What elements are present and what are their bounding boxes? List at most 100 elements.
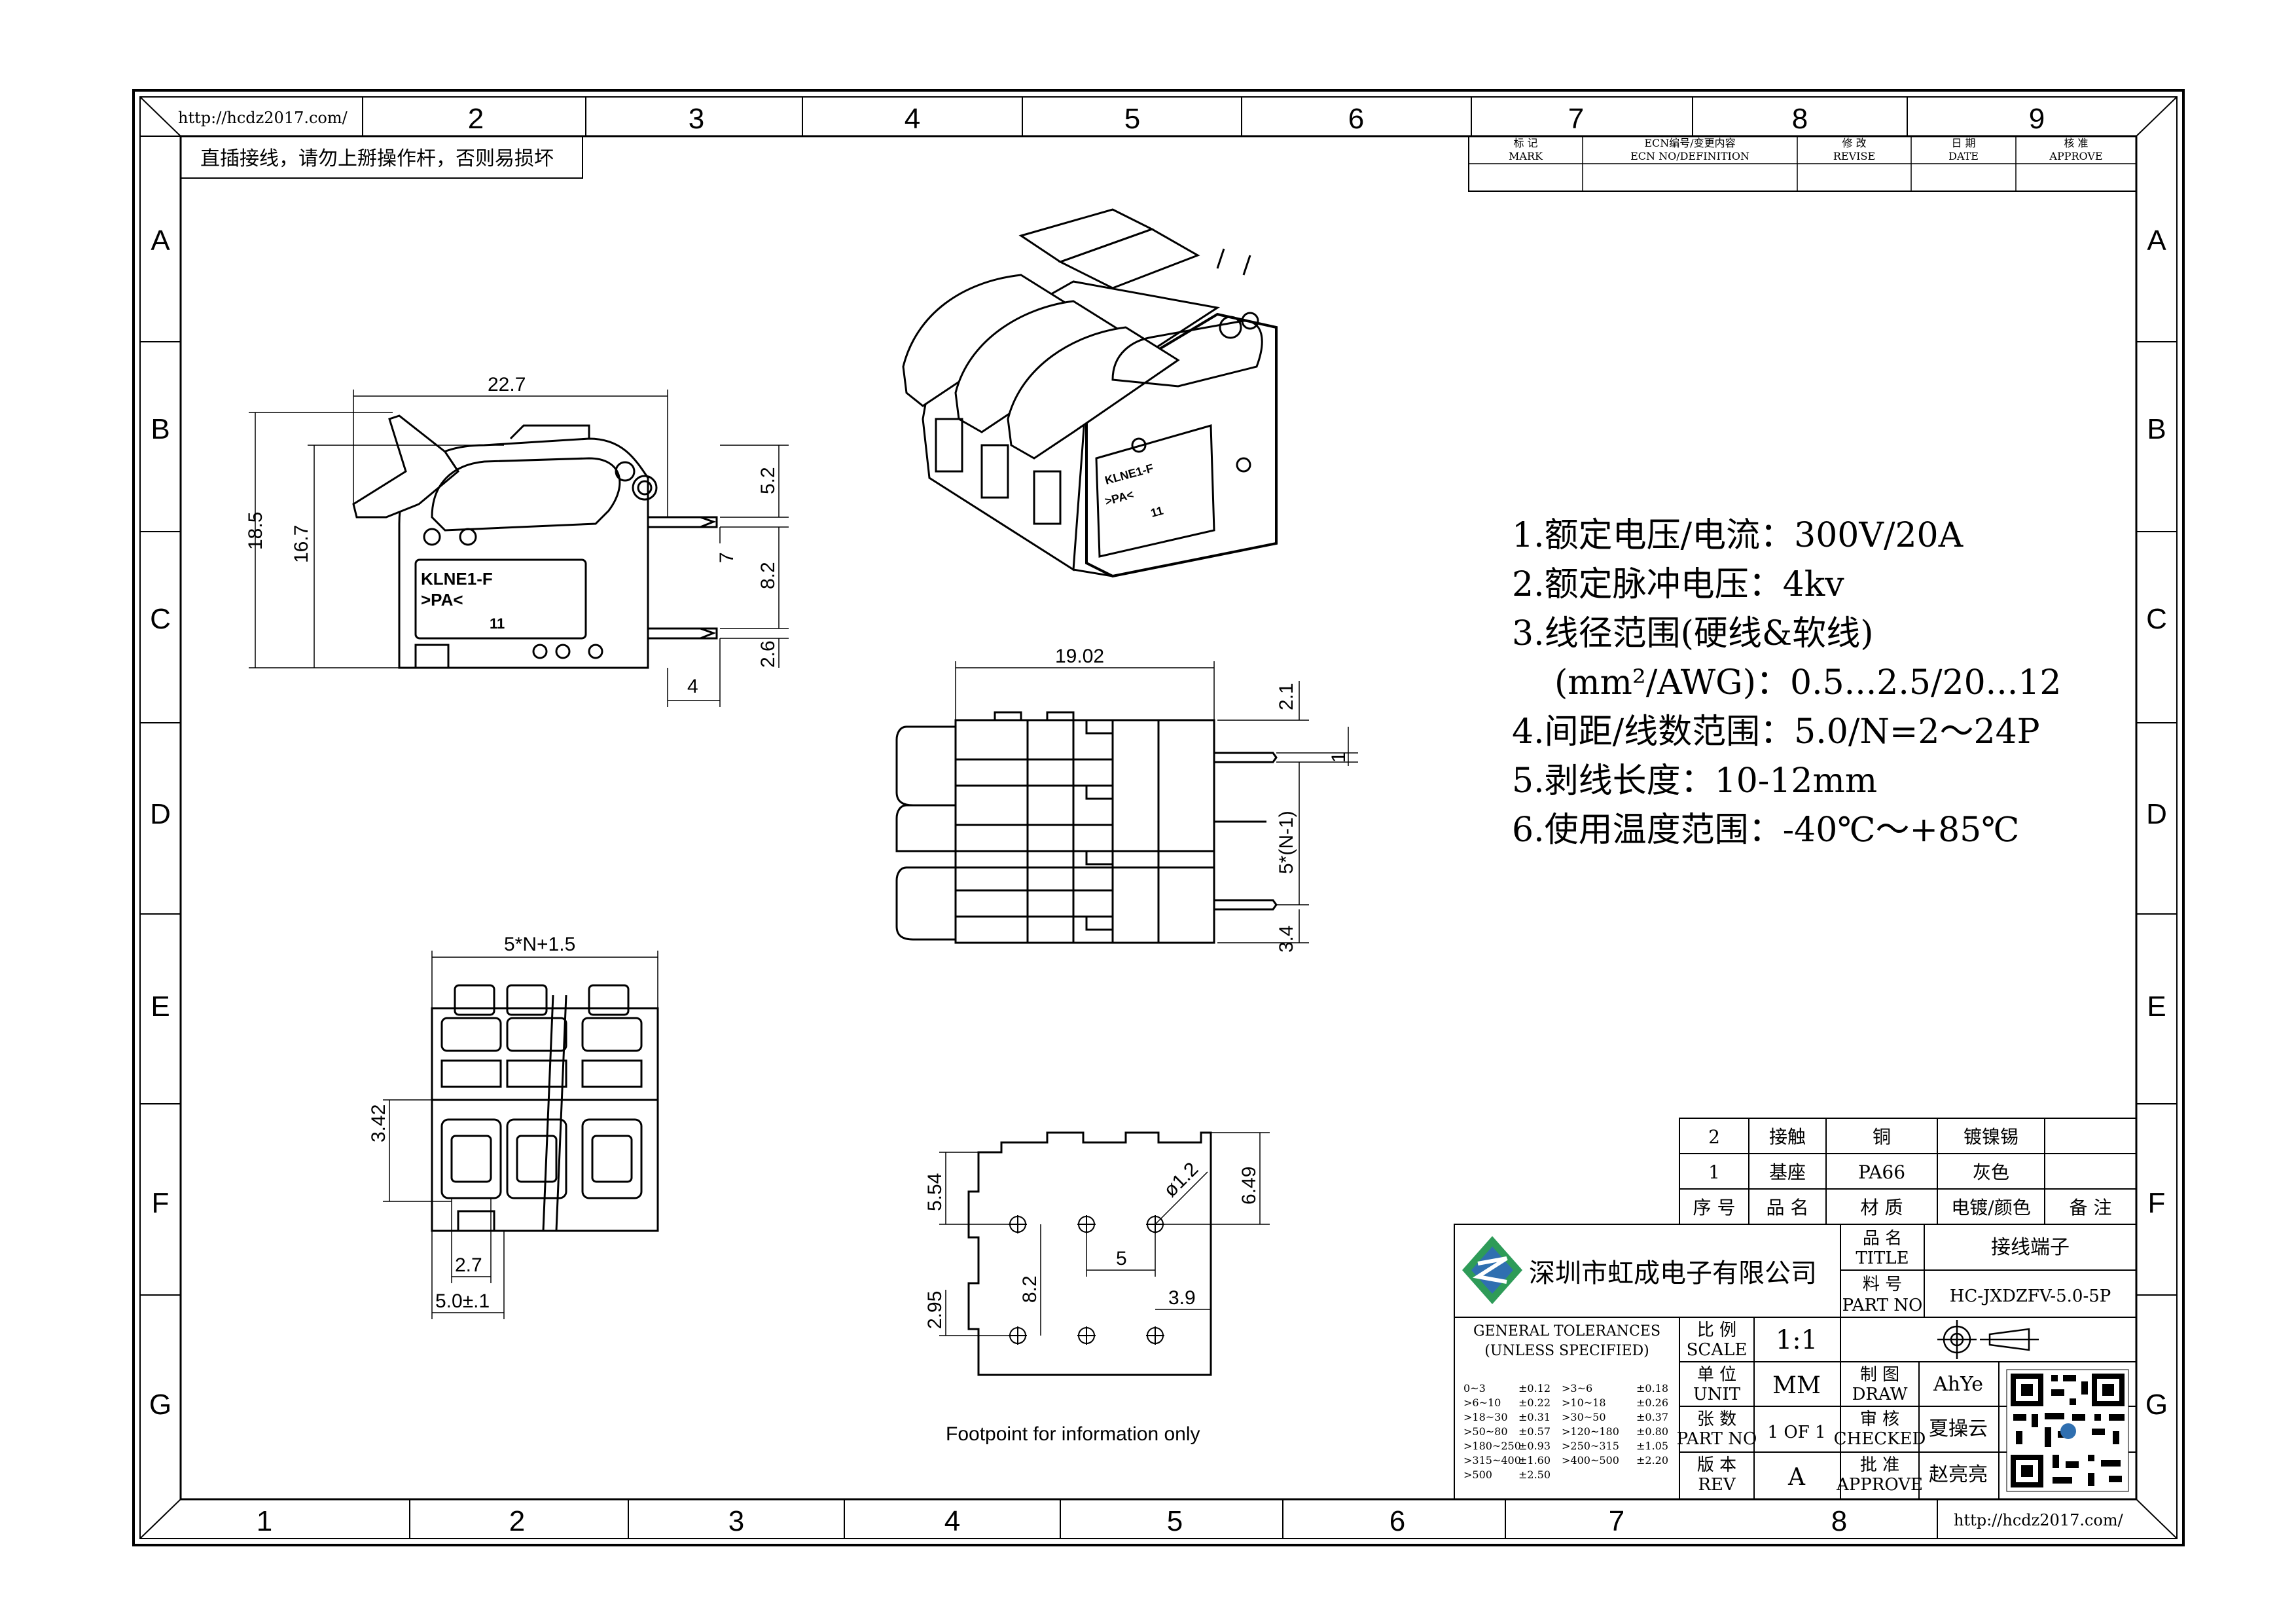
- dim-top-width: 19.02: [1055, 646, 1104, 667]
- bom-header-material: 材 质: [1861, 1197, 1903, 1218]
- zone-label: 2: [468, 103, 484, 135]
- footprint-view: [967, 1131, 1212, 1376]
- zone-label: 3: [689, 103, 704, 135]
- svg-text:G: G: [149, 1389, 171, 1421]
- check-value: 夏操云: [1929, 1417, 1988, 1440]
- spec-notes: 1.额定电压/电流：300V/20A 2.额定脉冲电压：4kv 3.线径范围(硬…: [1512, 516, 2061, 850]
- svg-text:REVISE: REVISE: [1833, 150, 1875, 162]
- zone-label: 4: [944, 1505, 960, 1537]
- sheet-label-cn: 张 数: [1697, 1410, 1736, 1429]
- svg-text:>3~6: >3~6: [1562, 1382, 1592, 1395]
- bom-material: 铜: [1873, 1126, 1891, 1148]
- zone-label: 4: [905, 103, 920, 135]
- bom-no: 1: [1708, 1161, 1720, 1183]
- zone-label: 6: [1390, 1505, 1405, 1537]
- approve-value: 赵亮亮: [1929, 1463, 1988, 1486]
- dim-fp-295: 2.95: [924, 1291, 946, 1329]
- svg-text:±0.37: ±0.37: [1636, 1411, 1668, 1423]
- svg-text:>30~50: >30~50: [1562, 1411, 1606, 1423]
- side-label-1: KLNE1-F: [421, 569, 493, 589]
- side-view-dims: [249, 390, 789, 707]
- zone-label: 2: [509, 1505, 525, 1537]
- check-label-en: CHECKED: [1834, 1429, 1926, 1449]
- bom-finish: 灰色: [1973, 1161, 2009, 1183]
- svg-text:>6~10: >6~10: [1463, 1396, 1501, 1409]
- svg-text:±0.93: ±0.93: [1518, 1440, 1551, 1452]
- svg-text:C: C: [150, 603, 171, 635]
- zone-label: 9: [2029, 103, 2045, 135]
- warning-note: 直插接线，请勿上掰操作杆，否则易损坏: [200, 148, 554, 170]
- zone-label: 7: [1568, 103, 1584, 135]
- svg-text:修 改: 修 改: [1842, 137, 1866, 149]
- draw-label-cn: 制 图: [1860, 1365, 1899, 1385]
- bom-material: PA66: [1858, 1161, 1905, 1183]
- bom-header-no: 序 号: [1693, 1197, 1736, 1218]
- spec-3: 3.线径范围(硬线&软线): [1512, 614, 1873, 653]
- svg-text:>250~315: >250~315: [1562, 1440, 1619, 1452]
- footprint-caption: Footpoint for information only: [946, 1423, 1200, 1445]
- svg-text:>500: >500: [1463, 1468, 1492, 1481]
- title-label-en: TITLE: [1856, 1249, 1909, 1268]
- unit-label-cn: 单 位: [1697, 1365, 1736, 1385]
- dim-side-width: 22.7: [488, 374, 526, 395]
- svg-text:>315~400: >315~400: [1463, 1454, 1521, 1467]
- zone-label: 8: [1831, 1505, 1847, 1537]
- title-value: 接线端子: [1991, 1236, 2070, 1259]
- bom-header-name: 品 名: [1767, 1197, 1809, 1218]
- dim-side-185: 18.5: [245, 512, 266, 550]
- qr-code-icon: [2006, 1369, 2129, 1492]
- svg-text:±2.20: ±2.20: [1636, 1454, 1668, 1467]
- front-view-dims: [383, 951, 658, 1319]
- sheet-value: 1 OF 1: [1768, 1423, 1826, 1442]
- outer-frame: [132, 89, 2185, 1546]
- svg-text:F: F: [2148, 1187, 2166, 1219]
- dim-front-27: 2.7: [455, 1254, 482, 1276]
- footprint-holes: [1009, 1215, 1164, 1345]
- svg-text:B: B: [2147, 413, 2166, 445]
- spec-4: 4.间距/线数范围：5.0/N=2～24P: [1512, 712, 2040, 752]
- url-top-left: http://hcdz2017.com/: [178, 109, 348, 127]
- tol-title-2: (UNLESS SPECIFIED): [1484, 1343, 1649, 1359]
- company-logo: [1462, 1236, 1522, 1304]
- dim-front-50: 5.0±.1: [435, 1290, 490, 1312]
- draw-label-en: DRAW: [1852, 1385, 1908, 1404]
- svg-text:±0.31: ±0.31: [1518, 1411, 1551, 1423]
- side-view: [352, 414, 718, 669]
- spec-5: 5.剥线长度：10-12mm: [1512, 761, 1877, 801]
- bottom-zone-labels: 1 2 3 4 5 6 7 8: [257, 1505, 1847, 1537]
- svg-text:±0.18: ±0.18: [1636, 1382, 1668, 1395]
- inner-frame: [179, 135, 2138, 1501]
- projection-symbol-icon: [1937, 1320, 2039, 1359]
- draw-value: AhYe: [1933, 1373, 1983, 1396]
- svg-text:>400~500: >400~500: [1562, 1454, 1619, 1467]
- tolerance-table: 0~3±0.12>3~6±0.18 >6~10±0.22>10~18±0.26 …: [1463, 1382, 1668, 1481]
- svg-text:>50~80: >50~80: [1463, 1425, 1508, 1438]
- svg-text:0~3: 0~3: [1463, 1382, 1486, 1395]
- dim-fp-5: 5: [1116, 1248, 1127, 1269]
- check-label-cn: 审 核: [1860, 1410, 1899, 1429]
- bom-header-note: 备 注: [2070, 1197, 2112, 1218]
- dim-front-width: 5*N+1.5: [504, 934, 575, 955]
- svg-text:ECN NO/DEFINITION: ECN NO/DEFINITION: [1630, 150, 1749, 162]
- scale-label-en: SCALE: [1687, 1340, 1748, 1360]
- rev-label-en: REV: [1698, 1475, 1736, 1495]
- svg-text:B: B: [151, 413, 170, 445]
- svg-text:>180~250: >180~250: [1463, 1440, 1521, 1452]
- svg-text:E: E: [2147, 991, 2166, 1023]
- svg-text:DATE: DATE: [1948, 150, 1979, 162]
- isometric-view: [902, 208, 1278, 578]
- zone-label: 3: [728, 1505, 744, 1537]
- svg-text:ECN编号/变更内容: ECN编号/变更内容: [1644, 137, 1735, 149]
- mid-frame: [139, 96, 2178, 1539]
- tol-title-1: GENERAL TOLERANCES: [1473, 1323, 1660, 1340]
- zone-label: 5: [1124, 103, 1140, 135]
- dim-front-342: 3.42: [368, 1104, 389, 1142]
- dim-top-1: 1: [1328, 752, 1350, 763]
- unit-label-en: UNIT: [1693, 1385, 1741, 1404]
- spec-3b: (mm²/AWG)：0.5...2.5/20...12: [1554, 663, 2061, 702]
- scale-value: 1:1: [1776, 1325, 1818, 1355]
- svg-text:A: A: [151, 225, 170, 257]
- dim-top-21: 2.1: [1276, 683, 1297, 710]
- dim-side-82: 8.2: [757, 562, 779, 589]
